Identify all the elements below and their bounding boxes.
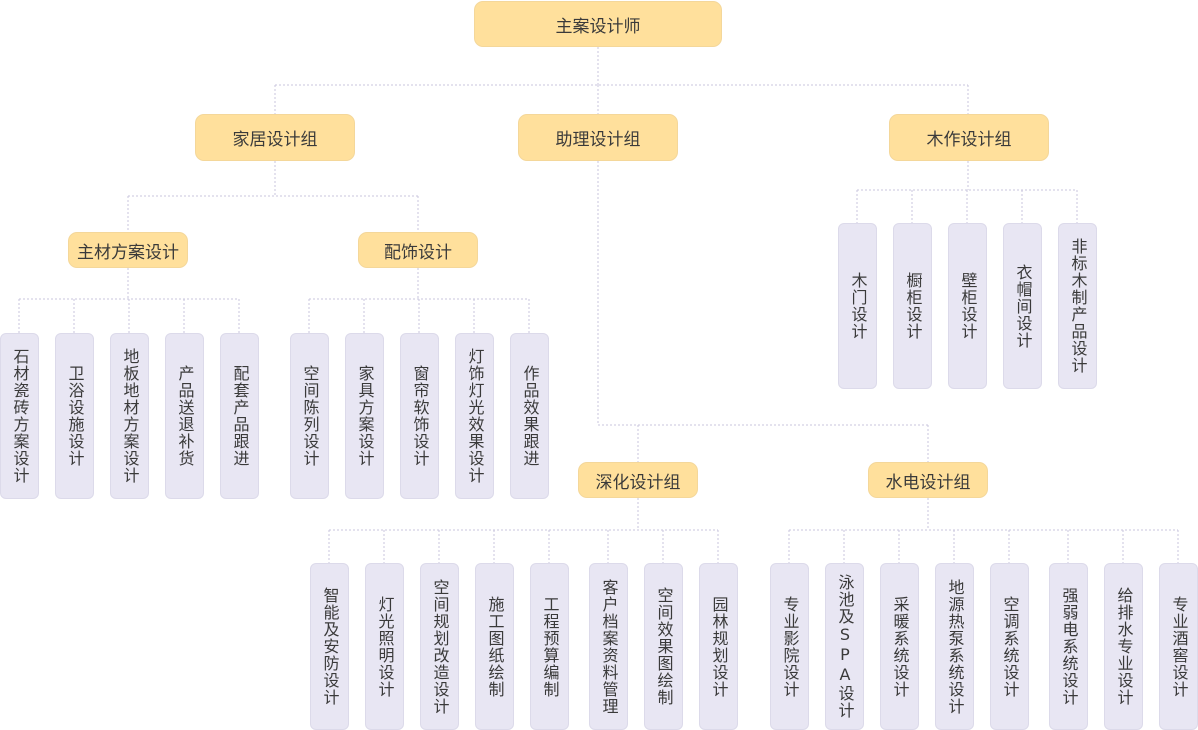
leaf-node[interactable]: 空间效果图绘制: [644, 563, 683, 730]
leaf-node[interactable]: 非标木制产品设计: [1058, 223, 1097, 389]
leaf-node[interactable]: 作品效果跟进: [510, 333, 549, 499]
leaf-node[interactable]: 空间规划改造设计: [420, 563, 459, 730]
leaf-node[interactable]: 泳池及SPA设计: [825, 563, 864, 730]
leaf-node[interactable]: 家具方案设计: [345, 333, 384, 499]
leaf-node[interactable]: 配套产品跟进: [220, 333, 259, 499]
group-home-design[interactable]: 家居设计组: [195, 114, 355, 161]
leaf-node[interactable]: 灯光照明设计: [365, 563, 404, 730]
leaf-node[interactable]: 石材瓷砖方案设计: [0, 333, 39, 499]
group-woodwork-design[interactable]: 木作设计组: [889, 114, 1049, 161]
leaf-node[interactable]: 客户档案资料管理: [589, 563, 628, 730]
leaf-node[interactable]: 专业影院设计: [770, 563, 809, 730]
leaf-node[interactable]: 给排水专业设计: [1104, 563, 1143, 730]
leaf-node[interactable]: 工程预算编制: [530, 563, 569, 730]
leaf-node[interactable]: 采暖系统设计: [880, 563, 919, 730]
subgroup-main-material[interactable]: 主材方案设计: [68, 232, 188, 268]
leaf-node[interactable]: 智能及安防设计: [310, 563, 349, 730]
group-assistant-design[interactable]: 助理设计组: [518, 114, 678, 161]
leaf-node[interactable]: 木门设计: [838, 223, 877, 389]
leaf-node[interactable]: 橱柜设计: [893, 223, 932, 389]
leaf-node[interactable]: 园林规划设计: [699, 563, 738, 730]
subgroup-accessories[interactable]: 配饰设计: [358, 232, 478, 268]
leaf-node[interactable]: 空调系统设计: [990, 563, 1029, 730]
leaf-node[interactable]: 地板地材方案设计: [110, 333, 149, 499]
leaf-node[interactable]: 灯饰灯光效果设计: [455, 333, 494, 499]
root-node[interactable]: 主案设计师: [474, 1, 722, 47]
leaf-node[interactable]: 强弱电系统设计: [1049, 563, 1088, 730]
leaf-node[interactable]: 壁柜设计: [948, 223, 987, 389]
leaf-node[interactable]: 空间陈列设计: [290, 333, 329, 499]
subgroup-water-electric[interactable]: 水电设计组: [868, 462, 988, 498]
leaf-node[interactable]: 窗帘软饰设计: [400, 333, 439, 499]
leaf-node[interactable]: 卫浴设施设计: [55, 333, 94, 499]
leaf-node[interactable]: 专业酒窖设计: [1159, 563, 1198, 730]
leaf-node[interactable]: 施工图纸绘制: [475, 563, 514, 730]
leaf-node[interactable]: 地源热泵系统设计: [935, 563, 974, 730]
leaf-node[interactable]: 产品送退补货: [165, 333, 204, 499]
subgroup-deepening[interactable]: 深化设计组: [578, 462, 698, 498]
leaf-node[interactable]: 衣帽间设计: [1003, 223, 1042, 389]
